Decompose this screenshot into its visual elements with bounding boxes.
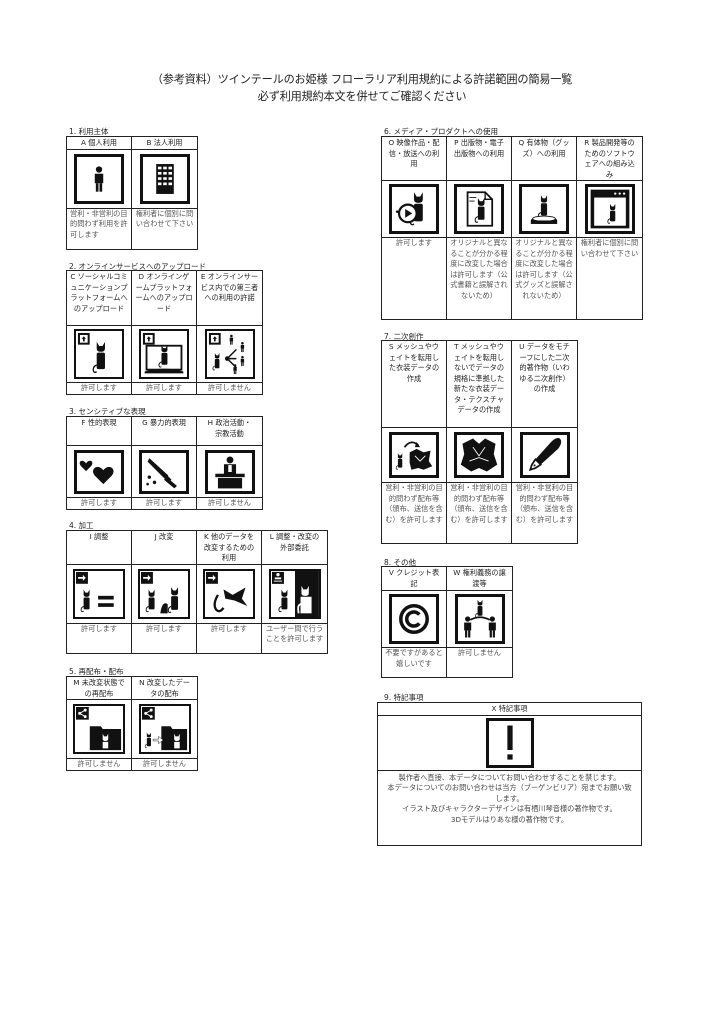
special-notes-text: 製作者へ直接、本データについてお問い合わせすることを禁じます。 本データについて… — [377, 769, 642, 846]
header-j-modify: J 改変 — [131, 530, 197, 565]
header-m-unmodified-redistribution: M 未改変状態での再配布 — [66, 676, 132, 700]
permission-text-c: 許可します — [66, 382, 132, 395]
permission-text-j: 許可します — [131, 622, 197, 654]
upload-game-icon — [139, 329, 189, 379]
header-d-game-upload: D オンラインゲームプラットフォームへのアップロード — [131, 270, 197, 326]
pen-nib-icon — [519, 432, 570, 478]
exclamation-icon — [485, 717, 534, 768]
header-c-social-upload: C ソーシャルコミュニケーションプラットフォームへのアップロード — [66, 270, 132, 326]
building-icon — [139, 153, 190, 204]
mesh-transfer-icon — [389, 432, 439, 478]
permission-text-s: 営利・非営利の目的問わず配布等（頒布、送信を含む）を許可します — [381, 482, 447, 544]
podium-icon — [204, 449, 255, 494]
header-o-video: O 映像作品・配信・放送への利用 — [381, 136, 447, 181]
table-media-products: O 映像作品・配信・放送への利用 P 出版物・電子出版物への利用 Q 有体物（グ… — [381, 136, 643, 320]
section-label-sensitive: 3. センシティブな表現 — [69, 407, 146, 416]
permission-text-o: 許可します — [381, 237, 447, 320]
header-l-outsource: L 調整・改変の外部委託 — [261, 530, 328, 565]
publication-icon — [454, 184, 504, 234]
adjust-icon — [73, 568, 125, 619]
header-k-use-for-other: K 他のデータを改変するための利用 — [196, 530, 262, 565]
redistribute-icon — [73, 704, 125, 754]
table-special-notes: X 特記事項 製作者へ直接、本データについてお問い合わせすることを禁じます。 本… — [377, 702, 642, 846]
section-label-processing: 4. 加工 — [69, 521, 94, 530]
share-third-party-icon — [204, 329, 255, 379]
table-usage-entity: A 個人利用 B 法人利用 営利・非営利の目的問わず利用を許可します 権利者に個… — [66, 136, 198, 250]
header-g-violent: G 暴力的表現 — [131, 416, 197, 446]
transfer-rights-icon — [454, 594, 505, 644]
section-label-usage-entity: 1. 利用主体 — [69, 127, 109, 136]
header-n-modified-distribution: N 改変したデータの配布 — [131, 676, 198, 700]
permission-text-n: 許可しません — [131, 758, 198, 771]
knife-icon — [139, 449, 189, 494]
header-r-software: R 製品開発等のためのソフトウェアへの組み込み — [576, 136, 643, 181]
outsource-icon — [268, 568, 321, 619]
header-w-transfer-rights: W 権利義務の譲渡等 — [446, 566, 513, 591]
header-p-publication: P 出版物・電子出版物への利用 — [446, 136, 512, 181]
header-v-credit: V クレジット表記 — [381, 566, 447, 591]
permission-text-m: 許可しません — [66, 758, 132, 771]
permission-text-a: 営利・非営利の目的問わず利用を許可します — [66, 207, 132, 250]
modify-icon — [138, 568, 190, 619]
permission-text-i: 許可します — [66, 622, 132, 654]
header-f-sexual: F 性的表現 — [66, 416, 132, 446]
permission-text-b: 権利者に個別に問い合わせて下さい — [131, 207, 198, 250]
permission-text-f: 許可します — [66, 497, 132, 510]
section-label-redistribution: 5. 再配布・配布 — [69, 667, 124, 676]
document-subtitle: 必ず利用規約本文を併せてご確認ください — [257, 90, 467, 103]
document-title: （参考資料）ツインテールのお姫様 フローラリア利用規約による許諾範囲の簡易一覧 — [151, 73, 573, 86]
section-label-special-notes: 9. 特記事項 — [384, 693, 424, 702]
permission-text-d: 許可します — [131, 382, 197, 395]
section-label-online-upload: 2. オンラインサービスへのアップロード — [69, 262, 207, 271]
figure-goods-icon — [519, 184, 569, 234]
section-label-media-products: 6. メディア・プロダクトへの使用 — [384, 127, 499, 136]
header-u-derivative: U データをモチーフにした二次的著作物（いわゆる二次創作）の作成 — [511, 340, 578, 428]
permission-text-p: オリジナルと異なることが分かる程度に改変した場合は許可します（公式書籍と誤解され… — [446, 237, 512, 320]
copyright-icon — [389, 594, 439, 644]
permission-text-h: 許可しません — [196, 497, 263, 510]
header-x-special-notes: X 特記事項 — [377, 702, 642, 716]
table-sensitive: F 性的表現 G 暴力的表現 H 政治活動・宗教活動 許可します 許可します 許… — [66, 416, 263, 510]
upload-social-icon — [74, 329, 124, 379]
permission-text-v: 不要ですがあると嬉しいです — [381, 647, 447, 678]
permission-text-g: 許可します — [131, 497, 197, 510]
software-window-icon — [584, 184, 635, 234]
header-i-adjust: I 調整 — [66, 530, 132, 565]
table-processing: I 調整 J 改変 K 他のデータを改変するための利用 L 調整・改変の外部委託… — [66, 530, 328, 654]
table-online-upload: C ソーシャルコミュニケーションプラットフォームへのアップロード D オンライン… — [66, 270, 263, 395]
use-for-other-data-icon — [203, 568, 255, 619]
video-icon — [389, 184, 439, 234]
header-h-political-religious: H 政治活動・宗教活動 — [196, 416, 263, 446]
table-other: V クレジット表記 W 権利義務の譲渡等 不要ですがあると嬉しいです 許可しませ… — [381, 566, 513, 678]
permission-text-t: 営利・非営利の目的問わず配布等（頒布、送信を含む）を許可します — [446, 482, 512, 544]
note-line: イラスト及びキャラクターデザインは有栖川琴音様の著作物です。 — [402, 804, 617, 813]
permission-text-w: 許可しません — [446, 647, 513, 678]
header-t-new-outfit: T メッシュやウェイトを転用しないでデータの規格に準拠した新たな衣装データ・テク… — [446, 340, 512, 428]
section-label-derivative-works: 7. 二次創作 — [384, 332, 424, 341]
hearts-icon — [74, 449, 124, 494]
note-line: 製作者へ直接、本データについてお問い合わせすることを禁じます。 — [398, 772, 621, 782]
permission-text-l: ユーザー間で行うことを許可します — [261, 622, 328, 654]
permission-text-u: 営利・非営利の目的問わず配布等（頒布、送信を含む）を許可します — [511, 482, 578, 544]
table-redistribution: M 未改変状態での再配布 N 改変したデータの配布 許可しません 許可しません — [66, 676, 198, 771]
header-s-mesh-outfit: S メッシュやウェイトを転用した衣装データの作成 — [381, 340, 447, 428]
permission-text-q: オリジナルと異なることが分かる程度に改変した場合は許可します（公式グッズと誤解さ… — [511, 237, 577, 320]
new-outfit-icon — [454, 432, 504, 478]
header-e-third-party-license: E オンラインサービス内での第三者への利用の許諾 — [196, 270, 263, 326]
header-a-personal-use: A 個人利用 — [66, 136, 132, 150]
distribute-modified-icon — [138, 704, 191, 754]
note-line: 3Dモデルはりあな様の著作物です。 — [450, 814, 569, 824]
permission-text-k: 許可します — [196, 622, 262, 654]
person-icon — [74, 153, 124, 204]
note-line: 本データについてのお問い合わせは当方（ブーゲンビリア）宛までお願い致します。 — [387, 783, 632, 803]
permission-text-e: 許可しません — [196, 382, 263, 395]
table-derivative-works: S メッシュやウェイトを転用した衣装データの作成 T メッシュやウェイトを転用し… — [381, 340, 578, 544]
section-label-other: 8. その他 — [384, 558, 417, 567]
header-b-corporate-use: B 法人利用 — [131, 136, 198, 150]
permission-text-r: 権利者に個別に問い合わせて下さい — [576, 237, 643, 320]
header-q-goods: Q 有体物（グッズ）への利用 — [511, 136, 577, 181]
